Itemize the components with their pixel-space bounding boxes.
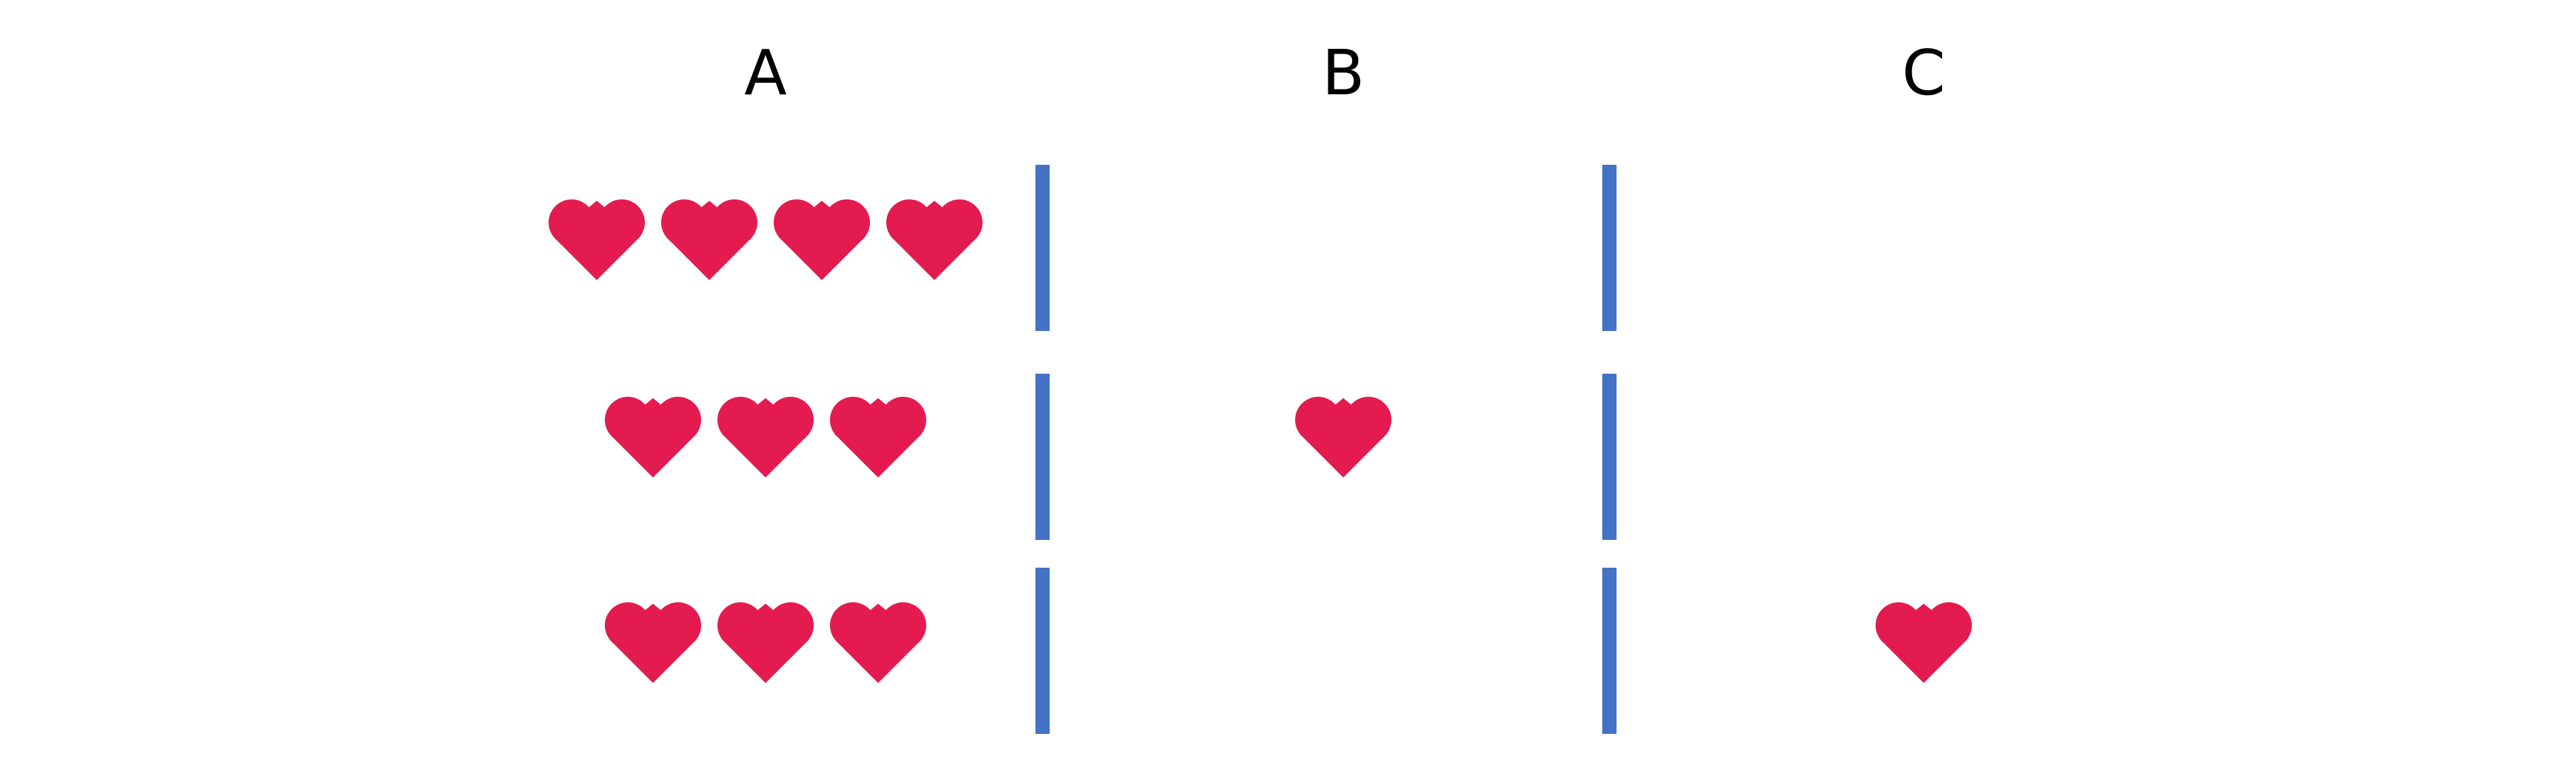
- column-label-c: C: [1901, 37, 1946, 109]
- heart-icon: [1874, 601, 1973, 685]
- divider-ab-row-1: [1035, 165, 1050, 331]
- divider-ab-row-2: [1035, 374, 1050, 540]
- column-label-a: A: [744, 37, 787, 109]
- heart-icon: [829, 395, 928, 480]
- heart-icon: [716, 395, 815, 480]
- divider-bc-row-2: [1602, 374, 1617, 540]
- heart-icon: [716, 601, 815, 685]
- divider-bc-row-1: [1602, 165, 1617, 331]
- heart-icon: [660, 198, 759, 282]
- heart-icon: [829, 601, 928, 685]
- heart-icon: [603, 601, 702, 685]
- heart-icon: [885, 198, 984, 282]
- heart-icon: [1294, 395, 1393, 480]
- heart-icon: [603, 395, 702, 480]
- heart-icon: [547, 198, 646, 282]
- divider-ab-row-3: [1035, 568, 1050, 734]
- column-label-b: B: [1322, 37, 1365, 109]
- heart-icon: [772, 198, 871, 282]
- divider-bc-row-3: [1602, 568, 1617, 734]
